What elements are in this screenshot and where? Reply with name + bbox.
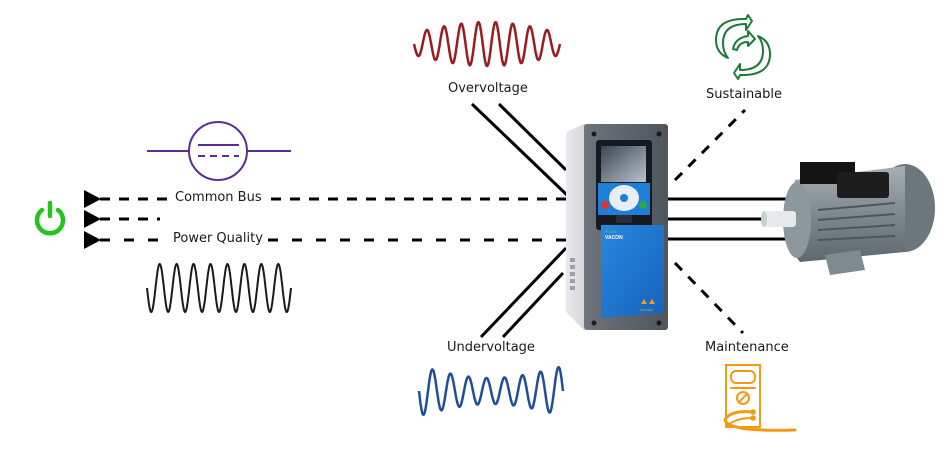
multimeter-icon xyxy=(723,364,797,432)
drive-series-text: FLOW xyxy=(605,229,617,234)
electric-motor-icon xyxy=(761,162,935,275)
power-quality-wave xyxy=(146,262,292,314)
power-quality-label: Power Quality xyxy=(170,231,266,247)
vfd-drive-icon xyxy=(566,124,668,330)
undervoltage-wave xyxy=(417,365,565,417)
common-bus-label: Common Bus xyxy=(172,190,265,206)
sustainable-label: Sustainable xyxy=(703,87,786,103)
input-arrowheads xyxy=(84,190,101,249)
power-icon xyxy=(34,200,66,236)
overvoltage-wave xyxy=(412,20,562,68)
undervoltage-lines xyxy=(479,246,568,339)
undervoltage-label: Undervoltage xyxy=(444,340,538,356)
arrowhead-icon xyxy=(84,210,101,228)
sustainable-dashed-line xyxy=(673,108,747,182)
overvoltage-label: Overvoltage xyxy=(445,81,531,97)
maintenance-label: Maintenance xyxy=(702,340,792,356)
drive-brand-text: VACON xyxy=(605,235,623,241)
recycle-icon xyxy=(715,14,771,80)
maintenance-dashed-line xyxy=(673,261,745,335)
arrowhead-icon xyxy=(84,190,101,208)
drive-warning-text: DANGER xyxy=(640,308,654,312)
overvoltage-lines xyxy=(470,102,570,198)
arrowhead-icon xyxy=(84,231,101,249)
dc-bus-symbol-icon xyxy=(147,121,291,181)
